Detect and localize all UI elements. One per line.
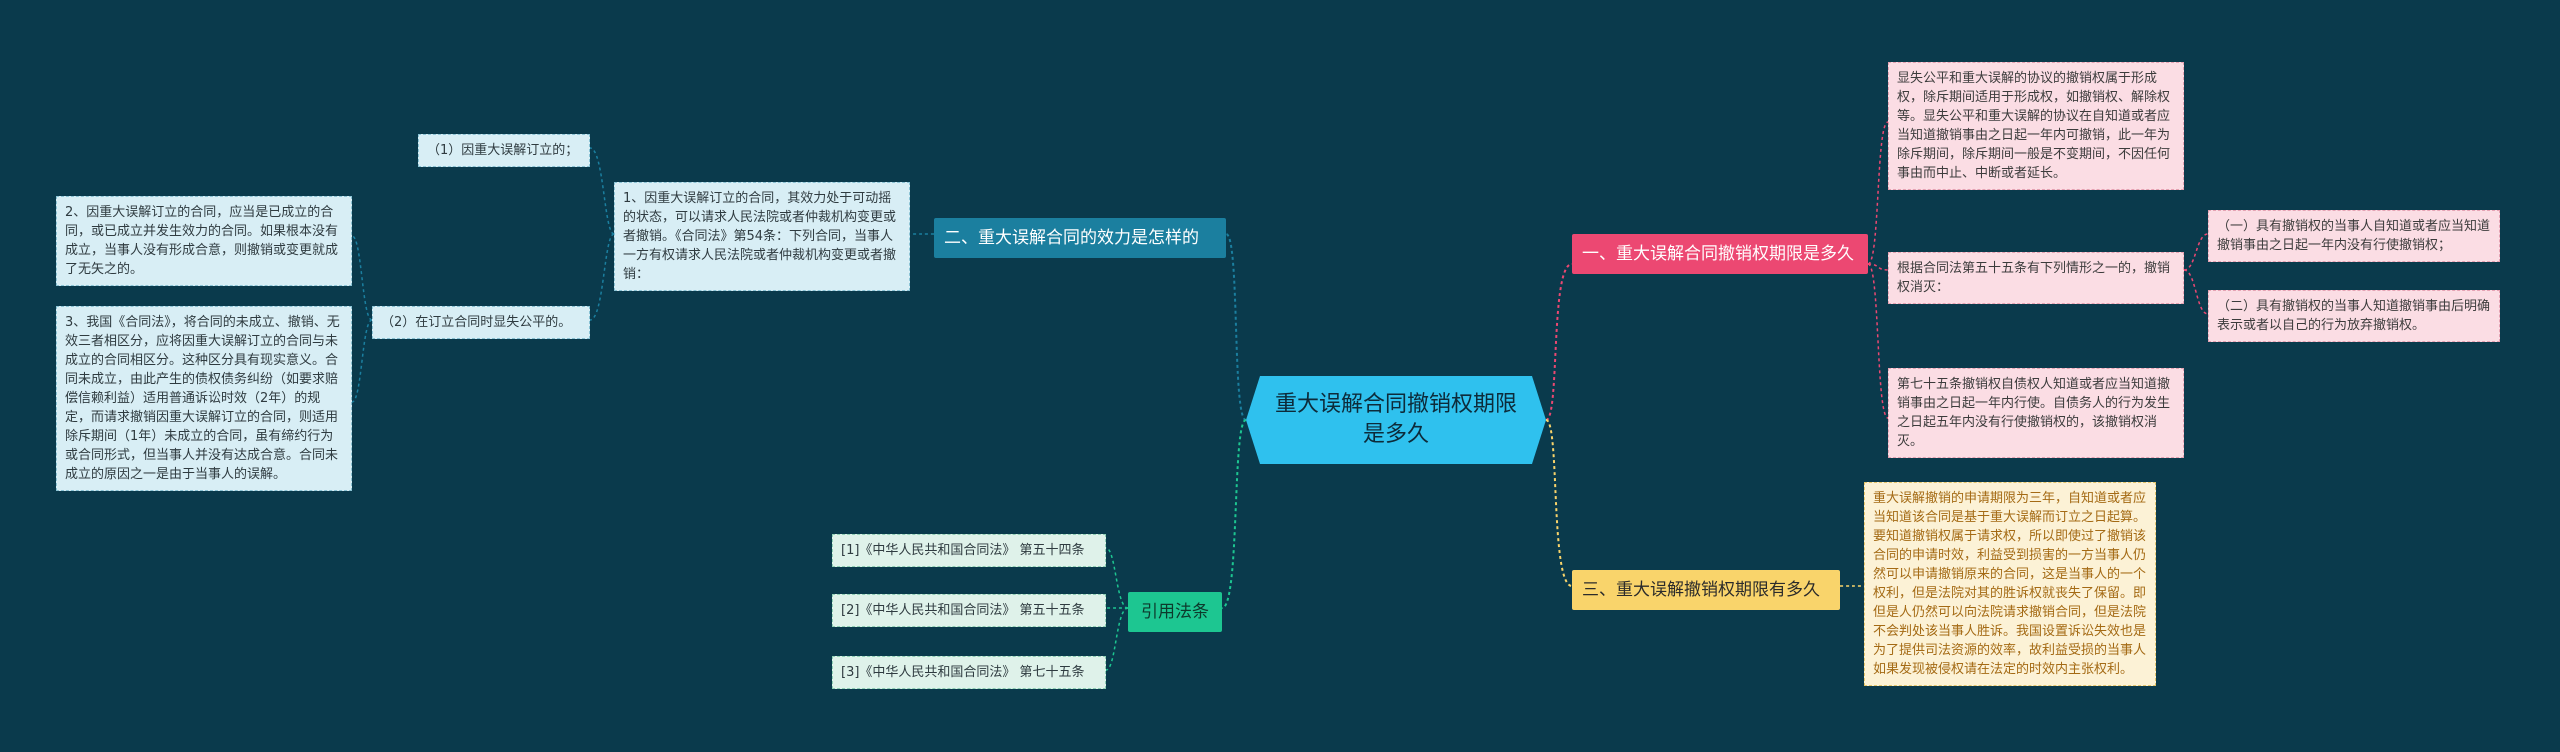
topic-cited-statutes-label: 引用法条	[1141, 602, 1209, 622]
leaf-contract-formed-text: 2、因重大误解订立的合同，应当是已成立的合同，或已成立并发生效力的合同。如果根本…	[65, 205, 339, 277]
leaf-contract-formed[interactable]: 2、因重大误解订立的合同，应当是已成立的合同，或已成立并发生效力的合同。如果根本…	[56, 196, 352, 286]
leaf-article-55-item-2-text: （二）具有撤销权的当事人知道撤销事由后明确表示或者以自己的行为放弃撤销权。	[2217, 299, 2491, 333]
leaf-article-54-item-2-text: （2）在订立合同时显失公平的。	[381, 315, 572, 330]
leaf-article-54[interactable]: 1、因重大误解订立的合同，其效力处于可动摇的状态，可以请求人民法院或者仲裁机构变…	[614, 182, 910, 291]
link-central-topic2	[1225, 233, 1247, 421]
ref-item-text: [2]《中华人民共和国合同法》 第五十五条	[841, 603, 1085, 618]
leaf-revocation-duration-detail-text: 重大误解撤销的申请期限为三年，自知道或者应当知道该合同是基于重大误解而订立之日起…	[1873, 491, 2147, 677]
topic-revocation-period-label: 一、重大误解合同撤销权期限是多久	[1582, 244, 1854, 264]
topic-revocation-duration[interactable]: 三、重大误解撤销权期限有多久	[1572, 570, 1840, 610]
ref-item[interactable]: [3]《中华人民共和国合同法》 第七十五条	[832, 656, 1106, 689]
topic-contract-validity[interactable]: 二、重大误解合同的效力是怎样的	[934, 218, 1226, 258]
leaf-article-55-item-2[interactable]: （二）具有撤销权的当事人知道撤销事由后明确表示或者以自己的行为放弃撤销权。	[2208, 290, 2500, 342]
leaf-revocation-duration-detail[interactable]: 重大误解撤销的申请期限为三年，自知道或者应当知道该合同是基于重大误解而订立之日起…	[1864, 482, 2156, 686]
ref-item-text: [1]《中华人民共和国合同法》 第五十四条	[841, 543, 1085, 558]
leaf-article-75-text: 第七十五条撤销权自债权人知道或者应当知道撤销事由之日起一年内行使。自债务人的行为…	[1897, 377, 2171, 449]
leaf-article-75[interactable]: 第七十五条撤销权自债权人知道或者应当知道撤销事由之日起一年内行使。自债务人的行为…	[1888, 368, 2184, 458]
ref-item-text: [3]《中华人民共和国合同法》 第七十五条	[841, 665, 1085, 680]
topic-contract-validity-label: 二、重大误解合同的效力是怎样的	[944, 228, 1199, 248]
leaf-article-55-item-1[interactable]: （一）具有撤销权的当事人自知道或者应当知道撤销事由之日起一年内没有行使撤销权；	[2208, 210, 2500, 262]
leaf-article-55[interactable]: 根据合同法第五十五条有下列情形之一的，撤销权消灭：	[1888, 252, 2184, 304]
leaf-article-54-text: 1、因重大误解订立的合同，其效力处于可动摇的状态，可以请求人民法院或者仲裁机构变…	[623, 191, 897, 282]
leaf-voidable-right-nature[interactable]: 显失公平和重大误解的协议的撤销权属于形成权，除斥期间适用于形成权，如撤销权、解除…	[1888, 62, 2184, 190]
leaf-voidable-right-nature-text: 显失公平和重大误解的协议的撤销权属于形成权，除斥期间适用于形成权，如撤销权、解除…	[1897, 71, 2171, 181]
central-topic[interactable]: 重大误解合同撤销权期限是多久	[1246, 376, 1546, 464]
link-central-topic3	[1545, 419, 1573, 587]
leaf-contract-not-formed[interactable]: 3、我国《合同法》，将合同的未成立、撤销、无效三者相区分，应将因重大误解订立的合…	[56, 306, 352, 491]
leaf-article-54-item-1-text: （1）因重大误解订立的；	[427, 143, 579, 158]
leaf-article-54-item-2[interactable]: （2）在订立合同时显失公平的。	[372, 306, 590, 339]
topic-revocation-duration-label: 三、重大误解撤销权期限有多久	[1582, 580, 1820, 600]
leaf-article-54-item-1[interactable]: （1）因重大误解订立的；	[418, 134, 590, 167]
ref-item[interactable]: [1]《中华人民共和国合同法》 第五十四条	[832, 534, 1106, 567]
link-central-topic1	[1545, 263, 1573, 421]
central-topic-label: 重大误解合同撤销权期限是多久	[1274, 392, 1517, 447]
topic-revocation-period[interactable]: 一、重大误解合同撤销权期限是多久	[1572, 234, 1868, 274]
leaf-article-55-text: 根据合同法第五十五条有下列情形之一的，撤销权消灭：	[1897, 261, 2171, 295]
ref-item[interactable]: [2]《中华人民共和国合同法》 第五十五条	[832, 594, 1106, 627]
leaf-contract-not-formed-text: 3、我国《合同法》，将合同的未成立、撤销、无效三者相区分，应将因重大误解订立的合…	[65, 315, 340, 482]
topic-cited-statutes[interactable]: 引用法条	[1128, 592, 1222, 632]
link-central-topic4	[1221, 419, 1247, 609]
leaf-article-55-item-1-text: （一）具有撤销权的当事人自知道或者应当知道撤销事由之日起一年内没有行使撤销权；	[2217, 219, 2491, 253]
